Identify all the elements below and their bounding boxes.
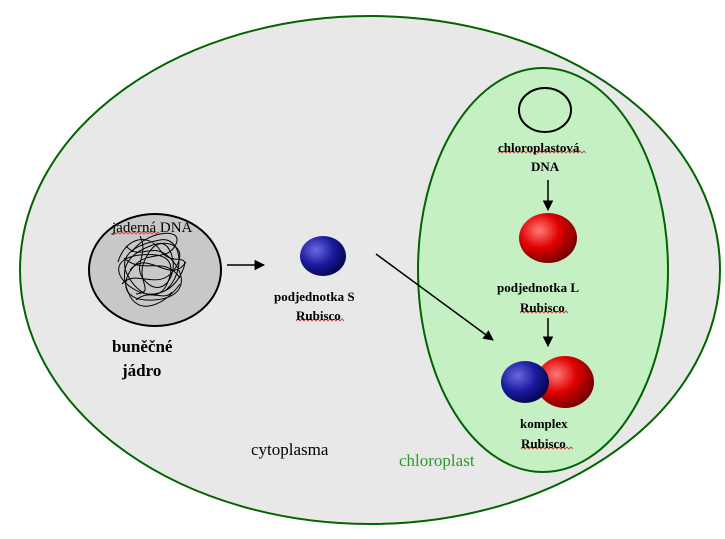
large-subunit-label-line1: podjednotka L xyxy=(497,280,579,295)
chloroplast-label: chloroplast xyxy=(399,451,475,470)
chloroplast-dna-label-line2: DNA xyxy=(531,159,560,174)
spellcheck-underline xyxy=(519,310,569,314)
cytoplasm-label: cytoplasma xyxy=(251,440,329,459)
chloroplast-boundary xyxy=(417,67,669,473)
nucleus-label-line1: buněčné xyxy=(112,337,173,356)
small-subunit-label-line2: Rubisco xyxy=(296,308,341,323)
chloroplast-dna-label-line1: chloroplastová xyxy=(498,140,580,155)
small-subunit-label-line1: podjednotka S xyxy=(274,289,355,304)
complex-label-line2: Rubisco xyxy=(521,436,566,451)
large-subunit-label-line2: Rubisco xyxy=(520,300,565,315)
spellcheck-underline xyxy=(497,150,587,154)
nucleus-label-line2: jádro xyxy=(121,361,161,380)
complex-large-subunit xyxy=(536,356,594,408)
small-subunit-s xyxy=(300,236,346,276)
spellcheck-underline xyxy=(295,318,345,322)
complex-small-subunit xyxy=(501,361,549,403)
arrow-s-to-complex xyxy=(375,253,494,341)
complex-label-line1: komplex xyxy=(520,416,568,431)
nuclear-dna-label: jaderná DNA xyxy=(111,220,193,236)
nucleus xyxy=(88,213,222,327)
chloroplast-dna-ring xyxy=(518,87,572,133)
spellcheck-underline xyxy=(111,231,161,235)
large-subunit-l xyxy=(519,213,577,263)
nuclear-dna-tangle xyxy=(117,232,187,307)
spellcheck-underline xyxy=(520,446,574,450)
